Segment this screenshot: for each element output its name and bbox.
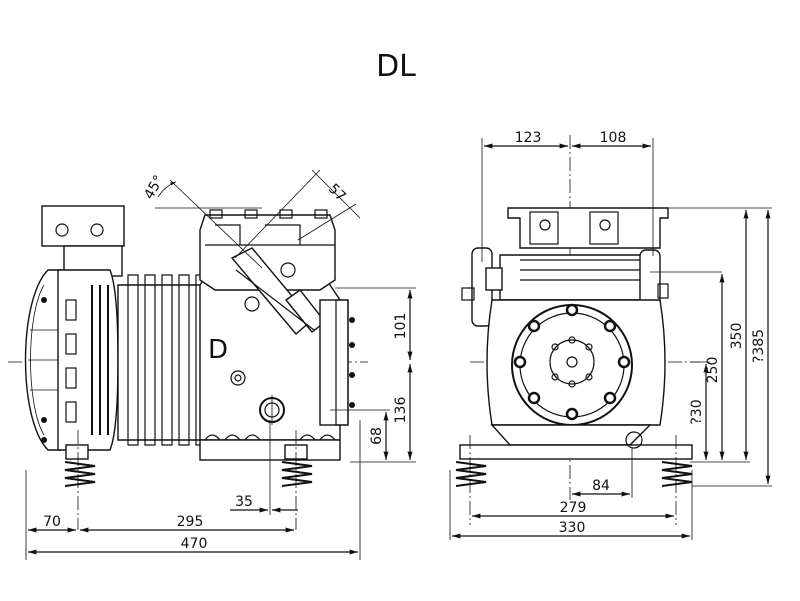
bolt-ring <box>513 303 631 421</box>
drawing-title: DL <box>376 49 416 84</box>
valve-flange <box>319 299 355 426</box>
dim-350: 350 <box>729 323 745 350</box>
front-spring-right <box>661 461 693 487</box>
cylinder-head <box>199 209 336 291</box>
spring-left <box>64 461 96 487</box>
dim-35: 35 <box>235 494 253 510</box>
front-view: 123 108 350 ?385 250 ?30 84 279 330 <box>449 130 772 540</box>
cooling-fins <box>117 274 211 446</box>
spring-right <box>281 461 313 487</box>
dim-470: 470 <box>181 536 208 552</box>
dim-230: ?30 <box>689 399 705 424</box>
dim-84: 84 <box>592 478 610 494</box>
dim-295: 295 <box>177 514 204 530</box>
front-upper-body <box>499 254 651 301</box>
terminal-box <box>41 205 125 277</box>
dim-385: ?385 <box>751 329 767 363</box>
dim-250: 250 <box>705 357 721 384</box>
side-view: D <box>8 169 416 560</box>
front-base <box>459 424 693 460</box>
casing-marking: D <box>208 335 228 365</box>
front-spring-left <box>455 461 487 487</box>
front-crankcase <box>486 299 666 426</box>
service-valve <box>230 247 326 335</box>
front-cylinder-head <box>507 207 669 249</box>
dim-70: 70 <box>43 514 61 530</box>
suction-valve <box>461 247 503 327</box>
dim-123: 123 <box>515 130 542 146</box>
dim-101: 101 <box>393 313 409 340</box>
motor-housing <box>57 269 119 451</box>
dim-330: 330 <box>559 520 586 536</box>
angle-label: 45° <box>141 173 167 203</box>
motor-end-cover <box>24 269 61 451</box>
dim-108: 108 <box>600 130 627 146</box>
dim-68: 68 <box>369 427 385 445</box>
dim-57: 57 <box>325 181 349 205</box>
dim-136: 136 <box>393 397 409 424</box>
dim-279: 279 <box>560 500 587 516</box>
